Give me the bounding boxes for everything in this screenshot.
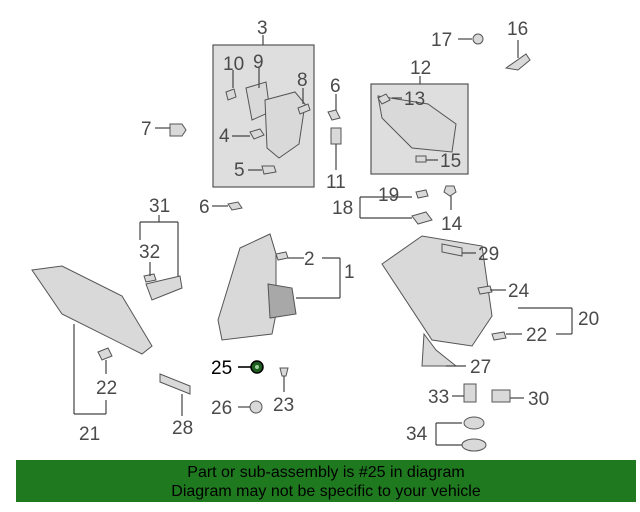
- part-5[interactable]: [261, 165, 277, 175]
- callout-6-top: 6: [330, 76, 341, 97]
- callout-12: 12: [410, 58, 431, 79]
- callout-16: 16: [507, 19, 528, 40]
- diagram-note-banner: Part or sub-assembly is #25 in diagram D…: [16, 460, 636, 502]
- part-23[interactable]: [279, 367, 289, 377]
- part-22-left[interactable]: [97, 347, 113, 361]
- callout-15: 15: [440, 151, 461, 172]
- part-29[interactable]: [441, 243, 463, 257]
- part-20-trim[interactable]: [381, 235, 493, 347]
- part-33[interactable]: [463, 383, 477, 403]
- callout-14: 14: [441, 214, 463, 235]
- part-21-trim[interactable]: [31, 265, 153, 355]
- callout-2: 2: [304, 249, 315, 270]
- callout-5: 5: [234, 160, 245, 181]
- part-12-trim[interactable]: [377, 95, 457, 153]
- callout-23: 23: [273, 395, 294, 416]
- callout-18: 18: [332, 198, 353, 219]
- callout-13: 13: [404, 89, 425, 110]
- callout-17: 17: [431, 30, 452, 51]
- callout-11: 11: [326, 172, 346, 193]
- part-3-trim[interactable]: [264, 91, 306, 159]
- callout-31: 31: [149, 196, 170, 217]
- part-34-upper[interactable]: [463, 416, 485, 430]
- note-part-reference: Part or sub-assembly is #25 in diagram: [187, 464, 465, 481]
- callout-8: 8: [297, 70, 308, 91]
- part-10[interactable]: [225, 88, 237, 101]
- part-15[interactable]: [415, 155, 427, 163]
- callout-29: 29: [478, 244, 499, 265]
- part-22-right[interactable]: [491, 331, 507, 341]
- part-30[interactable]: [491, 389, 511, 403]
- callout-22-left: 22: [96, 378, 117, 399]
- callout-28: 28: [172, 418, 193, 439]
- part-17[interactable]: [472, 33, 484, 45]
- part-2[interactable]: [275, 251, 289, 261]
- part-26[interactable]: [249, 400, 263, 414]
- callout-33: 33: [428, 387, 449, 408]
- part-6-clip[interactable]: [327, 109, 341, 121]
- part-32[interactable]: [143, 273, 157, 283]
- callout-9: 9: [253, 52, 264, 73]
- callout-7: 7: [141, 119, 152, 140]
- callout-19: 19: [378, 185, 399, 206]
- part-25-grommet-center: [255, 365, 259, 369]
- part-1-trim[interactable]: [217, 233, 277, 341]
- callout-25-highlighted: 25: [211, 358, 232, 379]
- callout-4: 4: [219, 126, 230, 147]
- part-14[interactable]: [443, 185, 457, 197]
- part-19[interactable]: [415, 189, 429, 199]
- callout-10: 10: [223, 54, 244, 75]
- part-7[interactable]: [169, 123, 187, 137]
- note-vehicle-disclaimer: Diagram may not be specific to your vehi…: [171, 483, 481, 500]
- part-34-lower[interactable]: [461, 438, 487, 452]
- callout-20: 20: [578, 309, 599, 330]
- callout-30: 30: [528, 389, 549, 410]
- callout-6-bottom: 6: [199, 197, 210, 218]
- callout-27: 27: [470, 357, 491, 378]
- part-11[interactable]: [330, 127, 342, 145]
- callout-26: 26: [211, 398, 232, 419]
- callout-34: 34: [406, 424, 428, 445]
- callout-24: 24: [508, 281, 530, 302]
- callout-22-right: 22: [526, 325, 547, 346]
- part-13[interactable]: [377, 93, 391, 105]
- part-18[interactable]: [411, 211, 433, 225]
- callout-32: 32: [139, 242, 160, 263]
- part-1-panel[interactable]: [267, 283, 297, 319]
- callout-1: 1: [344, 262, 355, 283]
- part-31[interactable]: [145, 275, 183, 301]
- part-24[interactable]: [477, 285, 493, 295]
- part-8[interactable]: [297, 103, 311, 115]
- callout-21: 21: [79, 424, 100, 445]
- part-28[interactable]: [159, 373, 191, 395]
- part-6-pin[interactable]: [227, 201, 243, 211]
- callout-3: 3: [257, 18, 268, 39]
- part-16[interactable]: [504, 53, 531, 71]
- part-4[interactable]: [249, 128, 265, 140]
